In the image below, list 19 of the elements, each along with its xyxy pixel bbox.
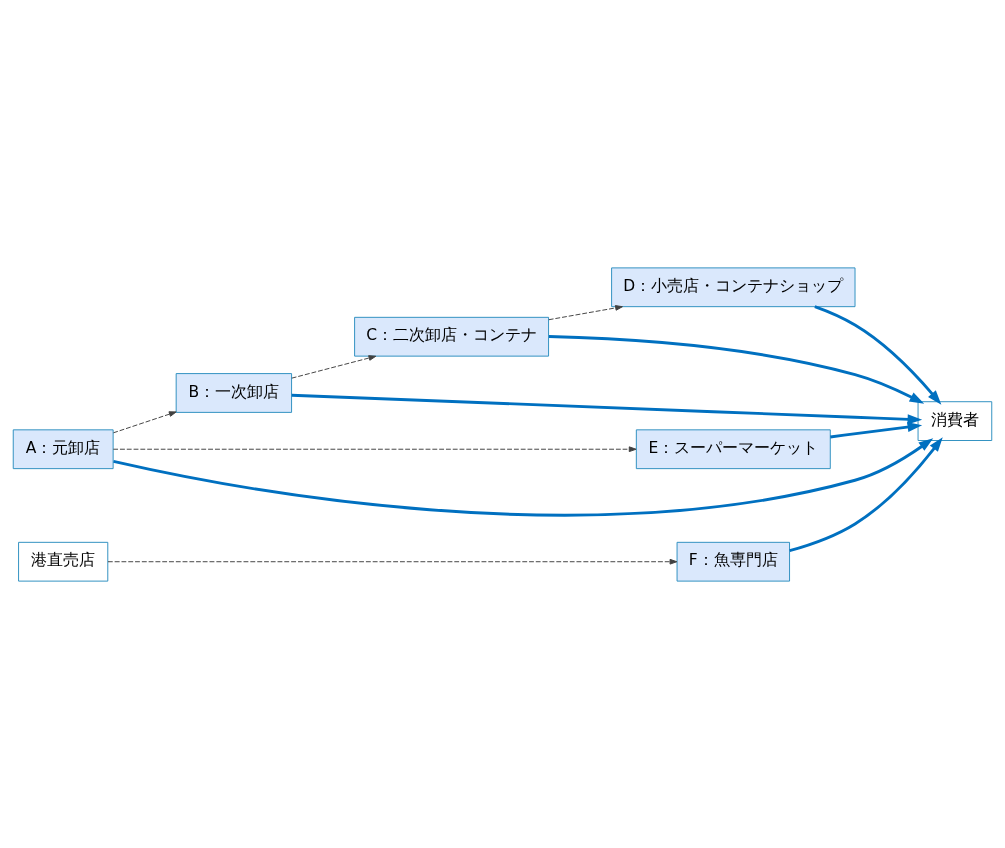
arrow: [814, 304, 942, 405]
node-box: A：元卸店: [12, 428, 114, 469]
arrow: [291, 354, 377, 379]
node-box: E：スーパーマーケット: [635, 428, 831, 469]
arrow: [789, 436, 943, 552]
arrow: [113, 437, 934, 517]
arrow: [112, 445, 637, 452]
node-box: B：一次卸店: [175, 372, 293, 413]
node-box: C：二次卸店・コンテナ: [354, 316, 550, 357]
node-box: D：小売店・コンテナショップ: [611, 266, 856, 307]
node-box: 消費者: [917, 400, 993, 441]
node-box: F：魚専門店: [676, 541, 791, 582]
arrow: [291, 393, 923, 424]
arrow: [548, 334, 925, 404]
arrow: [112, 410, 177, 433]
arrow: [548, 304, 623, 320]
node-box: 港直売店: [18, 541, 109, 582]
arrow: [830, 421, 923, 438]
arrow: [107, 558, 678, 565]
